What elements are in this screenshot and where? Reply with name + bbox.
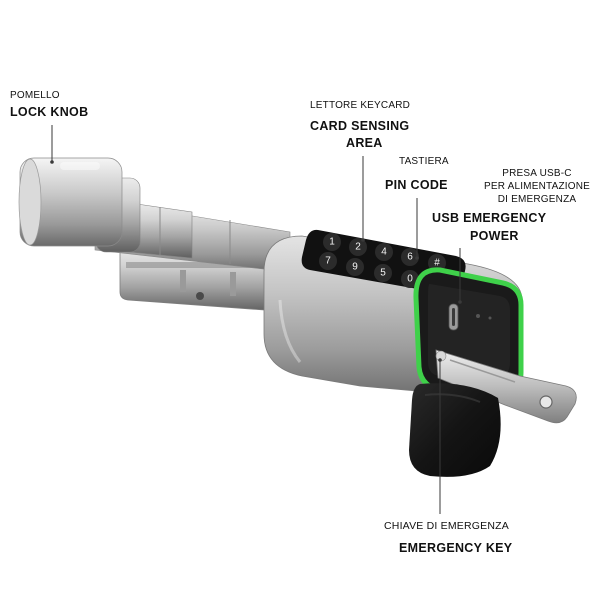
leader-lines bbox=[51, 125, 461, 514]
card-sensing-label-it: LETTORE KEYCARD bbox=[310, 100, 411, 111]
keypad-digit: 9 bbox=[352, 262, 358, 273]
key-hole bbox=[539, 395, 553, 409]
cover-flap bbox=[409, 383, 501, 477]
usb-label-it-1: PRESA USB-C bbox=[502, 168, 572, 179]
lock-knob-label-en: LOCK KNOB bbox=[10, 105, 89, 119]
keypad-digit: 6 bbox=[407, 252, 413, 263]
usb-label-it-2: PER ALIMENTAZIONE bbox=[483, 181, 590, 192]
leader-dots bbox=[50, 160, 462, 362]
keypad-digit: 1 bbox=[329, 237, 335, 248]
keypad-digit: 2 bbox=[355, 242, 361, 253]
lock-knob-label-it: POMELLO bbox=[10, 90, 60, 101]
keypad-digit: 0 bbox=[407, 274, 413, 285]
keypad-digit: 7 bbox=[325, 256, 331, 267]
keypad-digit: 5 bbox=[380, 268, 386, 279]
keypad-buttons: 1 2 4 6 # 7 9 5 0 bbox=[319, 233, 446, 288]
shaft bbox=[94, 199, 291, 273]
keypad-button[interactable] bbox=[428, 254, 446, 272]
card-sensing-label-en-1: CARD SENSING bbox=[310, 119, 410, 133]
pin-code-label-en: PIN CODE bbox=[385, 178, 448, 192]
keypad-button[interactable] bbox=[401, 270, 419, 288]
keypad-button[interactable] bbox=[374, 264, 392, 282]
keypad-digit: 4 bbox=[381, 247, 387, 258]
keypad-digit: # bbox=[434, 258, 440, 269]
emergency-key-label-en: EMERGENCY KEY bbox=[399, 541, 513, 555]
lock-knob bbox=[18, 157, 141, 253]
screw-hole bbox=[196, 292, 204, 300]
keypad-button[interactable] bbox=[323, 233, 341, 251]
usb-label-it-3: DI EMERGENZA bbox=[497, 194, 577, 205]
usb-label-en-1: USB EMERGENCY bbox=[432, 211, 547, 225]
keypad-button[interactable] bbox=[346, 258, 364, 276]
card-sensing-label-en-2: AREA bbox=[346, 136, 383, 150]
usb-label-en-2: POWER bbox=[470, 229, 519, 243]
keypad-button[interactable] bbox=[349, 238, 367, 256]
keypad-button[interactable] bbox=[375, 243, 393, 261]
keypad-button[interactable] bbox=[401, 248, 419, 266]
emergency-key-label-it: CHIAVE DI EMERGENZA bbox=[384, 520, 509, 532]
emergency-key bbox=[435, 349, 577, 424]
pin-code-label-it: TASTIERA bbox=[399, 156, 449, 167]
keypad-button[interactable] bbox=[319, 252, 337, 270]
